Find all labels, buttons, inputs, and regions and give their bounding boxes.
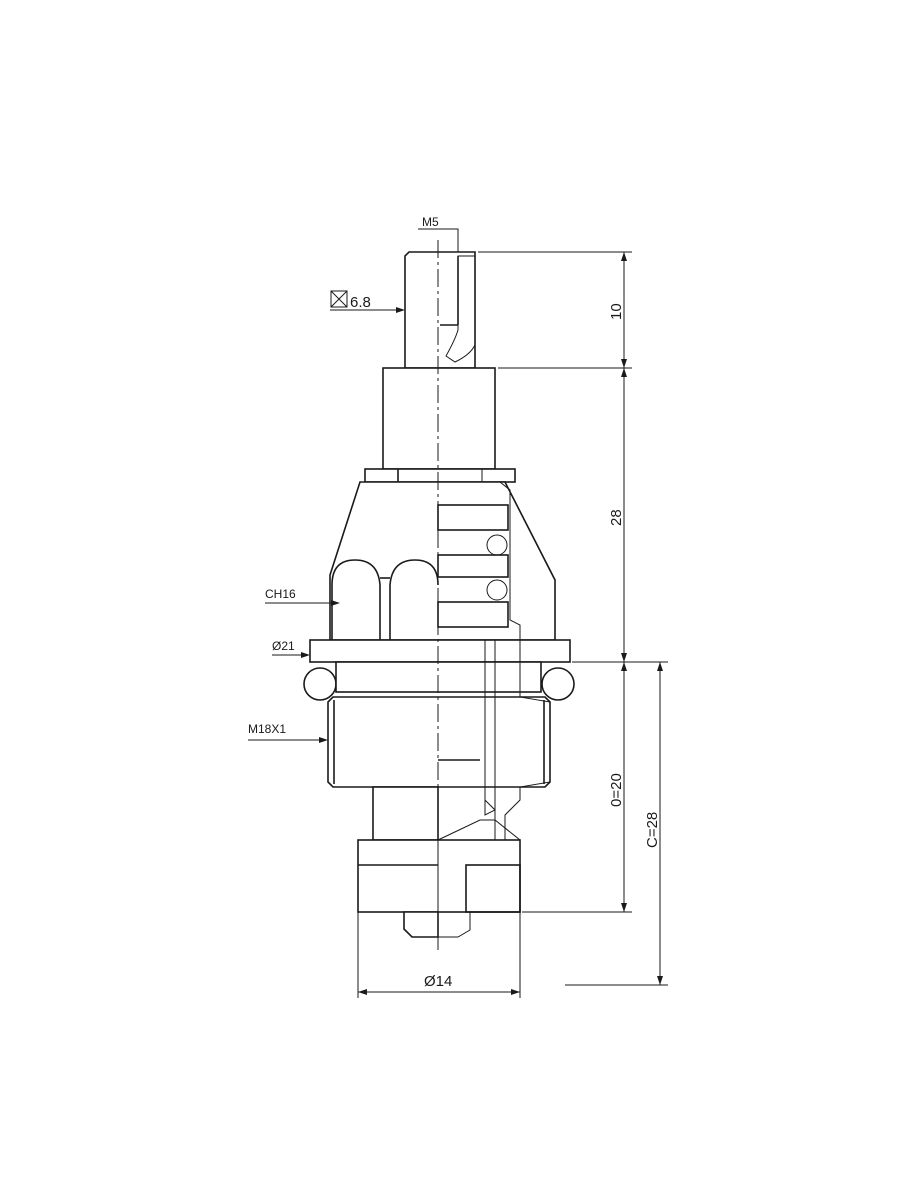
dim-0-20: 0=20 bbox=[608, 773, 625, 807]
main-thread bbox=[327, 639, 551, 841]
svg-text:Ø21: Ø21 bbox=[272, 639, 295, 653]
label-square: 6.8 bbox=[330, 290, 405, 313]
o-ring-upper bbox=[486, 534, 508, 556]
square-icon bbox=[330, 290, 348, 308]
svg-text:Ø14: Ø14 bbox=[424, 973, 452, 990]
o-ring-left bbox=[303, 667, 337, 701]
top-stem bbox=[404, 251, 476, 369]
hex-head bbox=[329, 481, 556, 641]
flange-ring bbox=[364, 468, 516, 483]
bottom-nut bbox=[357, 819, 521, 938]
o-ring-right bbox=[541, 667, 575, 701]
dim-28: 28 bbox=[608, 509, 625, 526]
dimension-chain: 10 28 0=20 C=28 bbox=[478, 251, 668, 986]
dim-10: 10 bbox=[608, 303, 625, 320]
dim-c-28: C=28 bbox=[644, 812, 661, 848]
label-d21: Ø21 bbox=[272, 639, 310, 658]
o-ring-middle bbox=[486, 579, 508, 601]
svg-text:6.8: 6.8 bbox=[350, 294, 371, 311]
lower-stem bbox=[372, 786, 439, 841]
svg-text:M5: M5 bbox=[422, 215, 439, 229]
label-m18: M18X1 bbox=[248, 722, 328, 743]
svg-text:M18X1: M18X1 bbox=[248, 722, 286, 736]
stem-body bbox=[382, 367, 496, 470]
label-ch16: CH16 bbox=[265, 587, 340, 606]
flange-21 bbox=[309, 639, 571, 663]
svg-text:CH16: CH16 bbox=[265, 587, 296, 601]
dimension-d14: Ø14 bbox=[357, 912, 521, 998]
label-m5: M5 bbox=[418, 215, 459, 252]
